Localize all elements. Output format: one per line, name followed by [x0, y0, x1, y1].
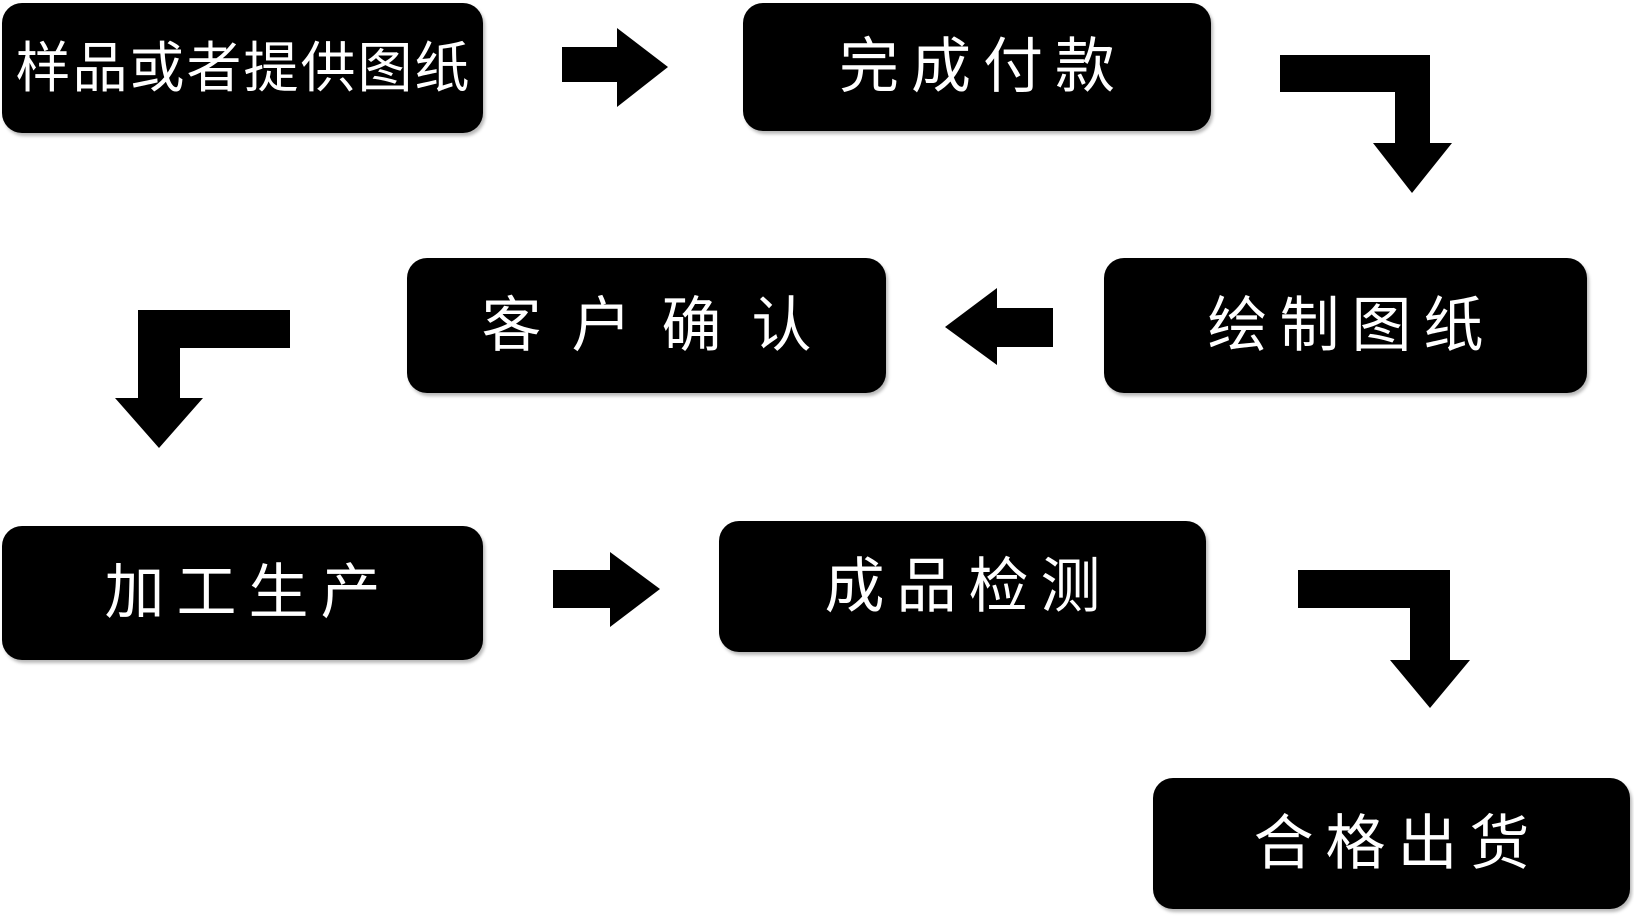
- arrow-drawing-to-confirm: [945, 288, 1053, 365]
- arrow-confirm-to-production: [115, 310, 290, 448]
- arrow-sample-to-payment: [562, 28, 668, 107]
- flow-step-finished-product-inspection: 成品检测: [719, 521, 1206, 652]
- flow-step-draw-drawings: 绘制图纸: [1104, 258, 1587, 393]
- flow-step-complete-payment: 完成付款: [743, 3, 1211, 131]
- flow-step-customer-confirmation: 客户确认: [407, 258, 886, 393]
- flow-step-label: 样品或者提供图纸: [15, 35, 472, 100]
- flow-step-label: 成品检测: [824, 551, 1113, 622]
- arrow-payment-to-drawing: [1280, 55, 1452, 193]
- flow-step-label: 绘制图纸: [1207, 290, 1496, 361]
- flow-step-processing-production: 加工生产: [2, 526, 483, 660]
- flow-step-qualified-shipment: 合格出货: [1153, 778, 1630, 909]
- flow-step-label: 合格出货: [1253, 808, 1542, 879]
- flow-step-label: 加工生产: [104, 558, 393, 628]
- arrow-inspection-to-shipment: [1298, 570, 1470, 708]
- flow-step-sample-or-drawing: 样品或者提供图纸: [2, 3, 483, 133]
- flow-step-label: 完成付款: [839, 32, 1127, 102]
- arrow-production-to-inspection: [553, 552, 660, 627]
- flow-step-label: 客户确认: [481, 290, 842, 361]
